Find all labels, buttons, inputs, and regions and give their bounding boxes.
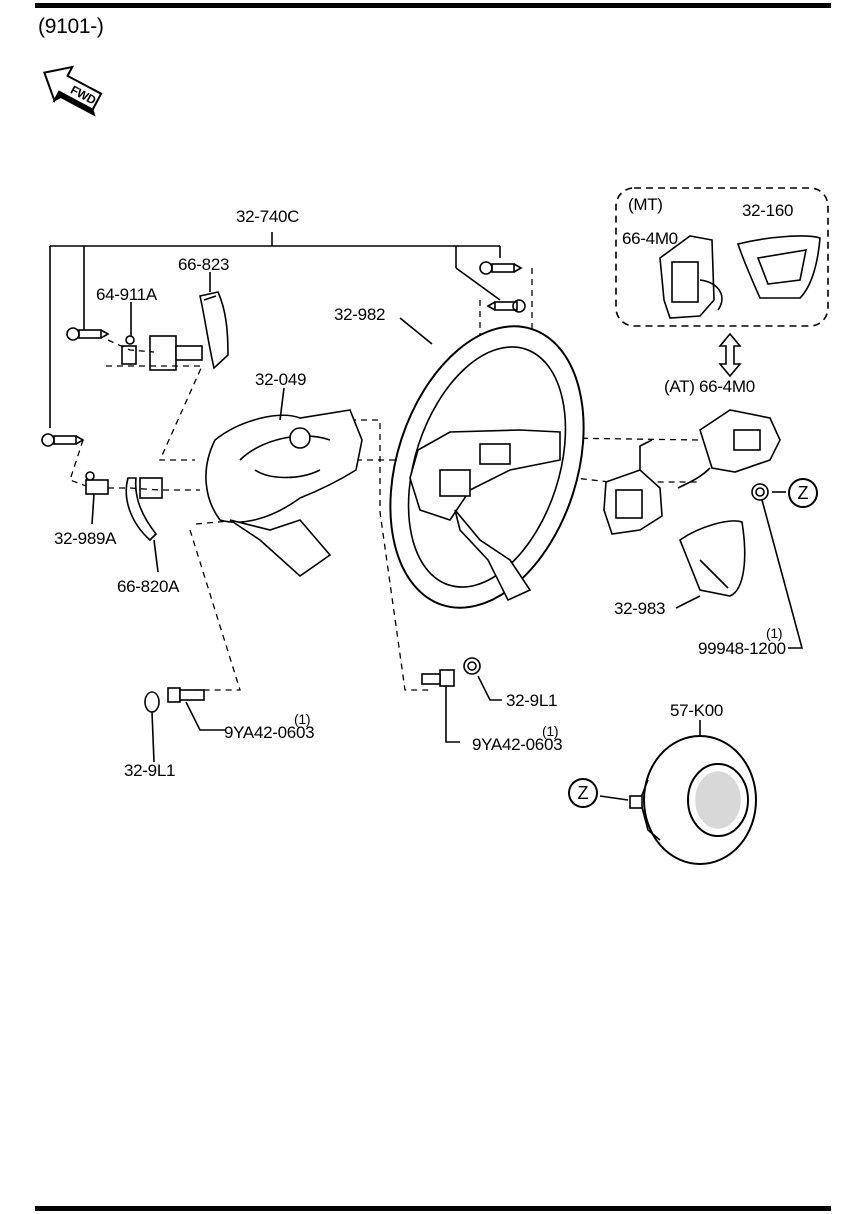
paddle-66-823: [199, 272, 229, 370]
label-9YA42-left: 9YA42-0603: [224, 723, 315, 742]
reference-z-right: Z: [788, 478, 818, 508]
label-99948-1200: 99948-1200: [698, 639, 786, 658]
bracket-32-740C: [49, 232, 501, 428]
switch-at-left: [603, 439, 663, 535]
switch-mt: [659, 235, 723, 319]
airbag-57-K00: [599, 720, 757, 865]
nut-mid: [463, 657, 502, 701]
cover-32-983: [675, 520, 746, 609]
label-66-820A: 66-820A: [117, 577, 180, 596]
label-66-823: 66-823: [178, 255, 230, 274]
bolt-left: [167, 687, 226, 731]
steering-wheel-32-982: [389, 317, 585, 609]
label-57-K00: 57-K00: [670, 701, 724, 720]
label-9YA42-left-qty: (1): [294, 711, 311, 727]
fwd-arrow-icon: [43, 65, 103, 117]
model-code: (9101-): [38, 15, 104, 38]
switch-32-989A: [85, 471, 109, 525]
bottom-border: [35, 1206, 831, 1211]
label-99948-qty: (1): [766, 625, 783, 641]
switch-at-right: [677, 409, 781, 489]
screw-mid-left: [41, 433, 85, 447]
top-border: [35, 3, 831, 8]
paddle-66-820A: [125, 477, 163, 573]
label-32-049: 32-049: [255, 370, 307, 389]
label-9YA42-mid: 9YA42-0603: [472, 735, 563, 754]
double-arrow-icon: [718, 332, 742, 378]
label-9YA42-mid-qty: (1): [542, 723, 559, 739]
screw-top-right: [479, 261, 523, 275]
label-32-160: 32-160: [742, 201, 794, 220]
washer-left: [144, 691, 160, 763]
label-mt: (MT): [628, 195, 663, 214]
screw-second-right: [486, 299, 526, 313]
bolt-mid: [421, 669, 460, 743]
nut-99948-1200: [751, 483, 804, 649]
label-66-4M0-mt: 66-4M0: [622, 229, 678, 248]
label-64-911A: 64-911A: [96, 285, 157, 304]
screw-top-left: [66, 327, 110, 341]
rear-cover-32-049: [205, 387, 363, 578]
label-32-740C: 32-740C: [236, 207, 300, 226]
label-66-4M0-at: (AT) 66-4M0: [664, 377, 755, 396]
label-32-983: 32-983: [614, 599, 666, 618]
label-32-9L1-mid: 32-9L1: [506, 691, 558, 710]
reference-z-bottom: Z: [568, 778, 598, 808]
label-32-982: 32-982: [334, 305, 386, 324]
label-32-9L1-left: 32-9L1: [124, 761, 176, 780]
cover-32-160: [736, 235, 821, 299]
label-32-989A: 32-989A: [54, 529, 117, 548]
switch-64-911A: [121, 302, 203, 371]
